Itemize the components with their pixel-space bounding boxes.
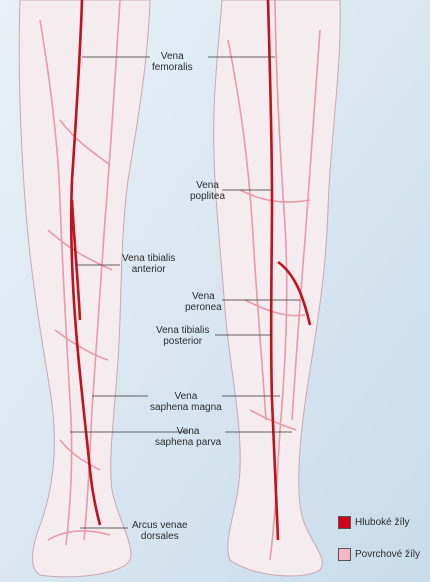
- legend-superficial-veins: Povrchové žíly: [338, 548, 420, 561]
- legend-deep-veins: Hluboké žíly: [338, 516, 409, 529]
- legend-swatch-deep: [338, 516, 351, 529]
- legend-label-superficial: Povrchové žíly: [355, 549, 420, 560]
- legend-swatch-superficial: [338, 548, 351, 561]
- legend-label-deep: Hluboké žíly: [355, 517, 409, 528]
